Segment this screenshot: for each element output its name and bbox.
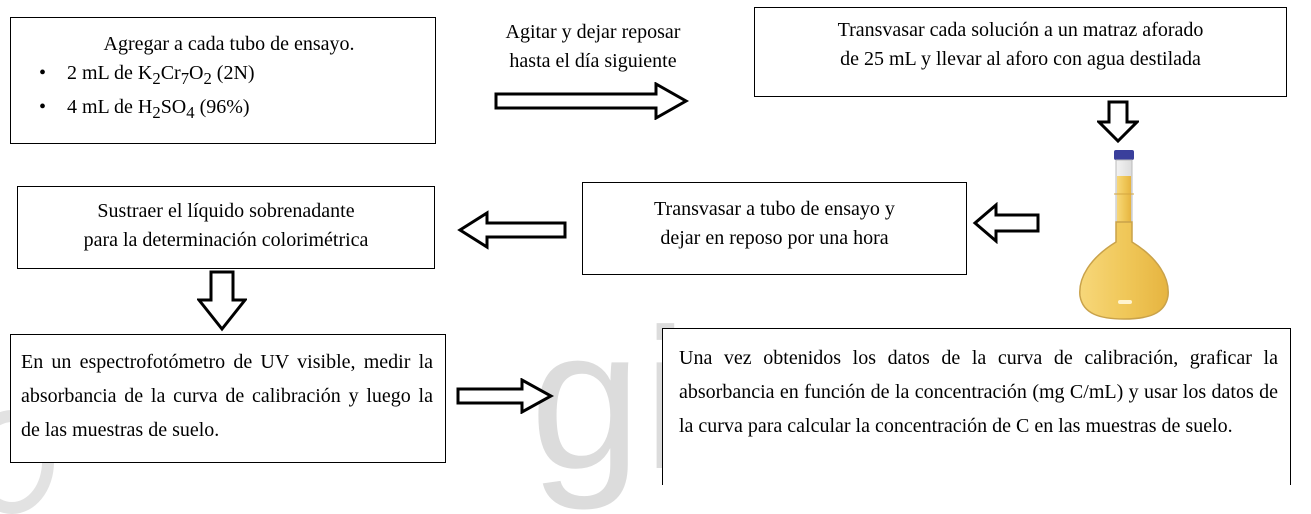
volumetric-flask-image (1079, 150, 1169, 320)
arrow-left-icon (972, 202, 1040, 244)
step-transfer-tube-line: dejar en reposo por una hora (660, 227, 889, 249)
reagent-item-dichromate: 2 mL de K2Cr7O2 (2N) (39, 59, 425, 93)
reagent-list: 2 mL de K2Cr7O2 (2N) 4 mL de H2SO4 (96%) (33, 59, 425, 127)
step-transfer-tube-box: Transvasar a tubo de ensayo y dejar en r… (582, 182, 967, 275)
step-shake-rest-line: hasta el día siguiente (509, 50, 677, 72)
arrow-left-icon (457, 210, 567, 250)
step-add-reagents-title: Agregar a cada tubo de ensayo. (103, 33, 355, 55)
reagent-item-sulfuric-acid: 4 mL de H2SO4 (96%) (39, 93, 425, 127)
arrow-down-icon (197, 270, 247, 332)
step-shake-rest-line: Agitar y dejar reposar (505, 21, 681, 43)
arrow-right-icon (456, 378, 554, 414)
step-transfer-flask-line: de 25 mL y llevar al aforo con agua dest… (840, 48, 1201, 70)
step-transfer-flask-line: Transvasar cada solución a un matraz afo… (837, 19, 1204, 41)
arrow-right-icon (494, 82, 690, 120)
step-measure-absorbance-text: En un espectrofotómetro de UV visible, m… (21, 351, 433, 441)
step-transfer-tube-line: Transvasar a tubo de ensayo y (654, 198, 895, 220)
step-plot-calibration-text: Una vez obtenidos los datos de la curva … (679, 347, 1278, 437)
step-extract-supernatant-box: Sustraer el líquido sobrenadante para la… (17, 186, 435, 269)
step-shake-rest-text: Agitar y dejar reposar hasta el día sigu… (468, 18, 718, 76)
step-extract-supernatant-line: para la determinación colorimétrica (83, 229, 369, 251)
step-plot-calibration-box: Una vez obtenidos los datos de la curva … (662, 328, 1291, 485)
watermark: gi (530, 288, 690, 511)
step-measure-absorbance-box: En un espectrofotómetro de UV visible, m… (10, 334, 446, 463)
step-transfer-flask-box: Transvasar cada solución a un matraz afo… (754, 7, 1287, 97)
step-add-reagents-box: Agregar a cada tubo de ensayo. 2 mL de K… (10, 17, 436, 144)
step-extract-supernatant-line: Sustraer el líquido sobrenadante (97, 200, 355, 222)
arrow-down-icon (1097, 100, 1139, 144)
